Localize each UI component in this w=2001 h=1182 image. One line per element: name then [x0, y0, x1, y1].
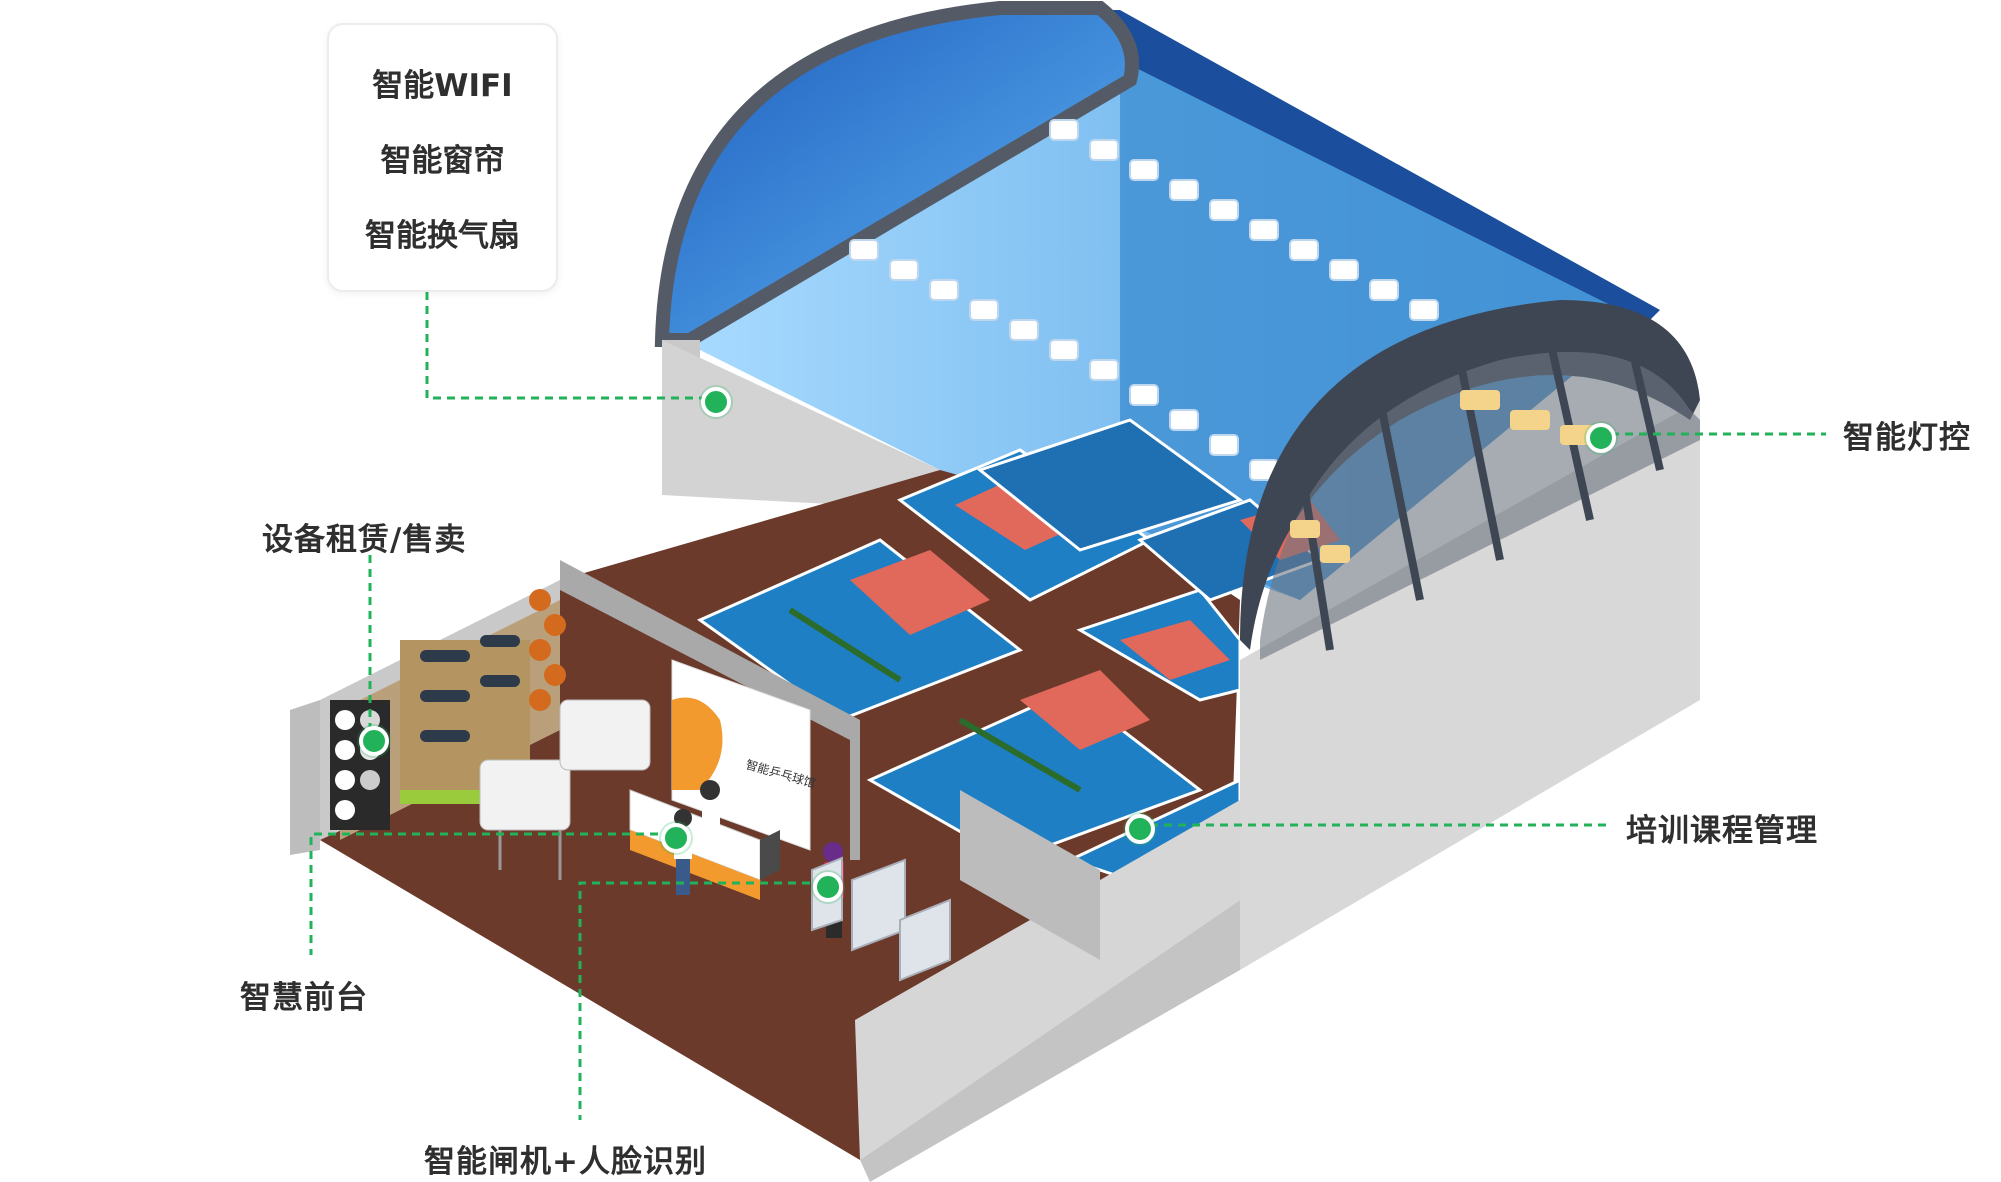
- label-smart-gate: 智能闸机+人脸识别: [424, 1144, 707, 1180]
- right-wall: [1240, 400, 1700, 970]
- label-smart-front-desk: 智慧前台: [240, 980, 368, 1016]
- smart-fan-label: 智能换气扇: [365, 218, 520, 254]
- shop-left-edge: [290, 700, 320, 855]
- left-wall-face: [662, 340, 940, 510]
- front-desk-hotspot[interactable]: [661, 823, 691, 853]
- right-wall-front: [860, 900, 1240, 1182]
- smart-wifi-label: 智能WIFI: [372, 68, 513, 104]
- roof-front-arch-left: [654, 0, 1139, 347]
- divider-wall: [960, 790, 1100, 960]
- rental-hotspot[interactable]: [359, 726, 389, 756]
- label-training-management: 培训课程管理: [1626, 813, 1818, 849]
- roof-front-arch-right: [1240, 300, 1700, 650]
- front-low-wall: [855, 800, 1240, 1160]
- smart-facilities-box: 智能WIFI 智能窗帘 智能换气扇: [327, 23, 558, 292]
- stadium-lights-upper: [1049, 119, 1439, 321]
- gate-hotspot[interactable]: [813, 872, 843, 902]
- smart-curtain-label: 智能窗帘: [380, 143, 505, 179]
- training-hotspot[interactable]: [1125, 814, 1155, 844]
- label-smart-lighting: 智能灯控: [1843, 420, 1971, 456]
- courts: [696, 418, 1340, 882]
- jersey-racks: [479, 699, 651, 880]
- roof-hotspot[interactable]: [701, 387, 731, 417]
- stadium-lights-lower: [849, 239, 1279, 481]
- lighting-hotspot[interactable]: [1586, 423, 1616, 453]
- equipment-shelf: [330, 589, 566, 830]
- label-equipment-rental: 设备租赁/售卖: [262, 522, 467, 558]
